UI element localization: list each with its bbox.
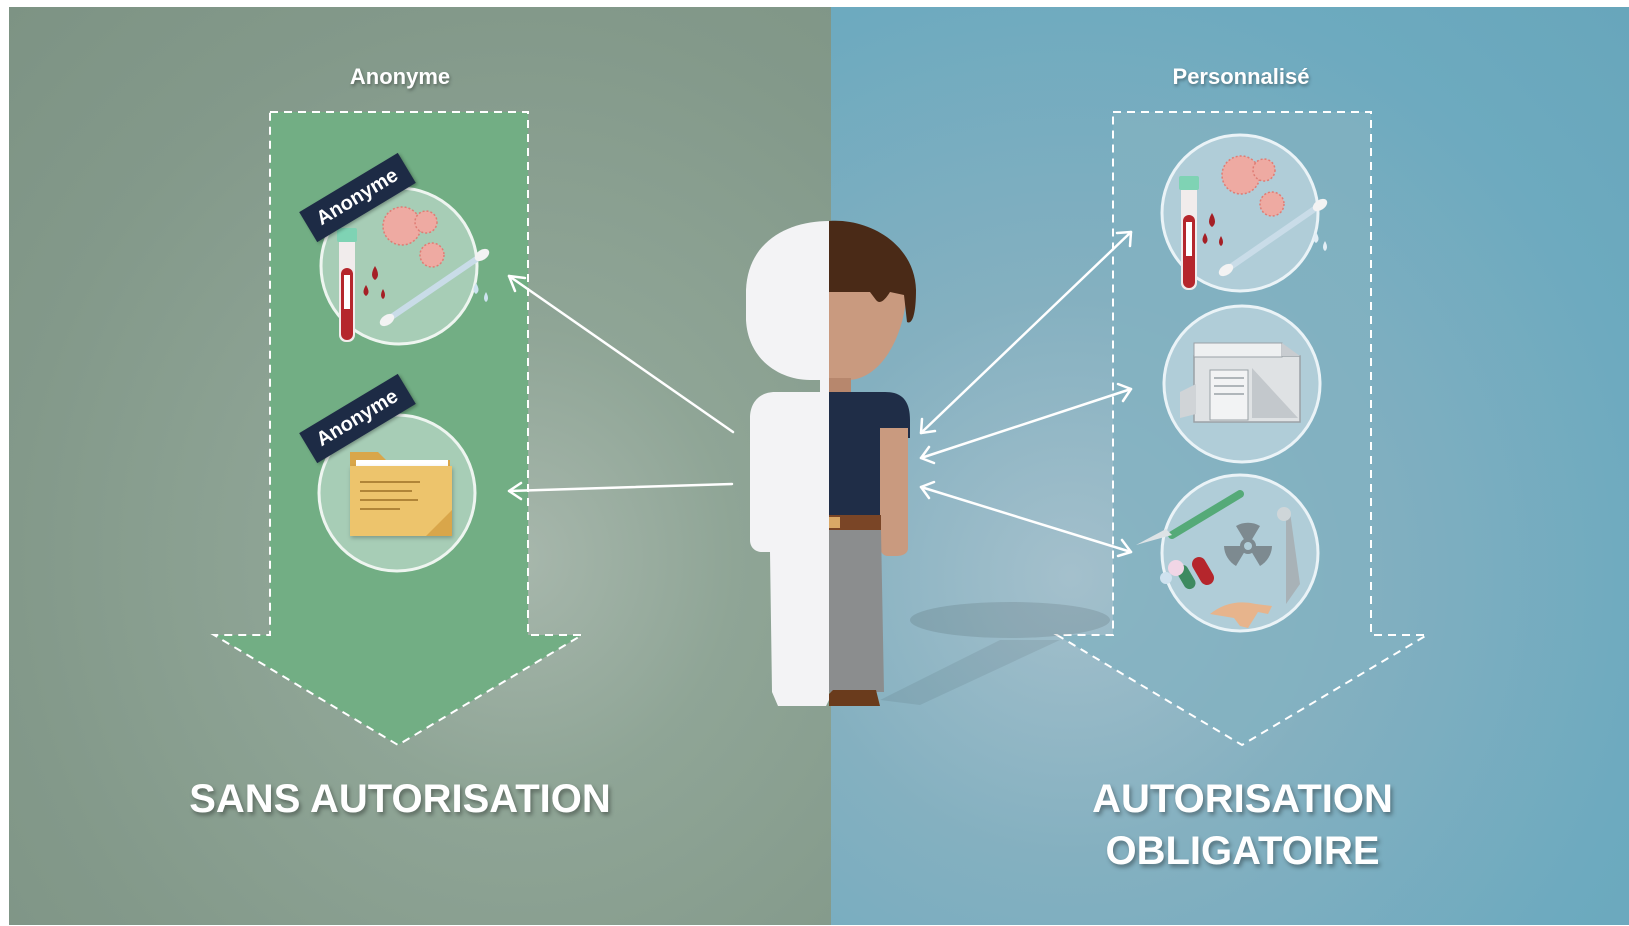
right-sequencer-device-icon xyxy=(1162,304,1322,464)
arrow-to-right-samples xyxy=(919,230,1133,435)
arrow-to-left-folder xyxy=(507,481,734,501)
right-medical-treatment-icon xyxy=(1136,473,1320,633)
personalized-person xyxy=(829,220,916,706)
right-result-line1: AUTORISATION xyxy=(1092,777,1393,821)
arrow-to-left-samples xyxy=(507,274,735,434)
person-shadow xyxy=(910,602,1110,638)
person-shadow-cast xyxy=(880,640,1060,705)
left-heading: Anonyme xyxy=(349,64,451,89)
left-biological-samples-icon xyxy=(319,186,490,346)
right-biological-samples-icon xyxy=(1160,133,1328,293)
left-result-label: SANS AUTORISATION xyxy=(189,777,611,821)
connection-arrows xyxy=(507,230,1133,558)
arrow-to-right-treatment xyxy=(919,480,1133,558)
right-result-label: AUTORISATION OBLIGATOIRE xyxy=(1045,773,1440,877)
anonymous-silhouette xyxy=(746,221,829,706)
right-heading: Personnalisé xyxy=(1172,64,1310,89)
arrow-to-right-device xyxy=(919,382,1133,465)
left-data-folder-icon xyxy=(317,413,477,573)
right-result-line2: OBLIGATOIRE xyxy=(1105,829,1380,873)
